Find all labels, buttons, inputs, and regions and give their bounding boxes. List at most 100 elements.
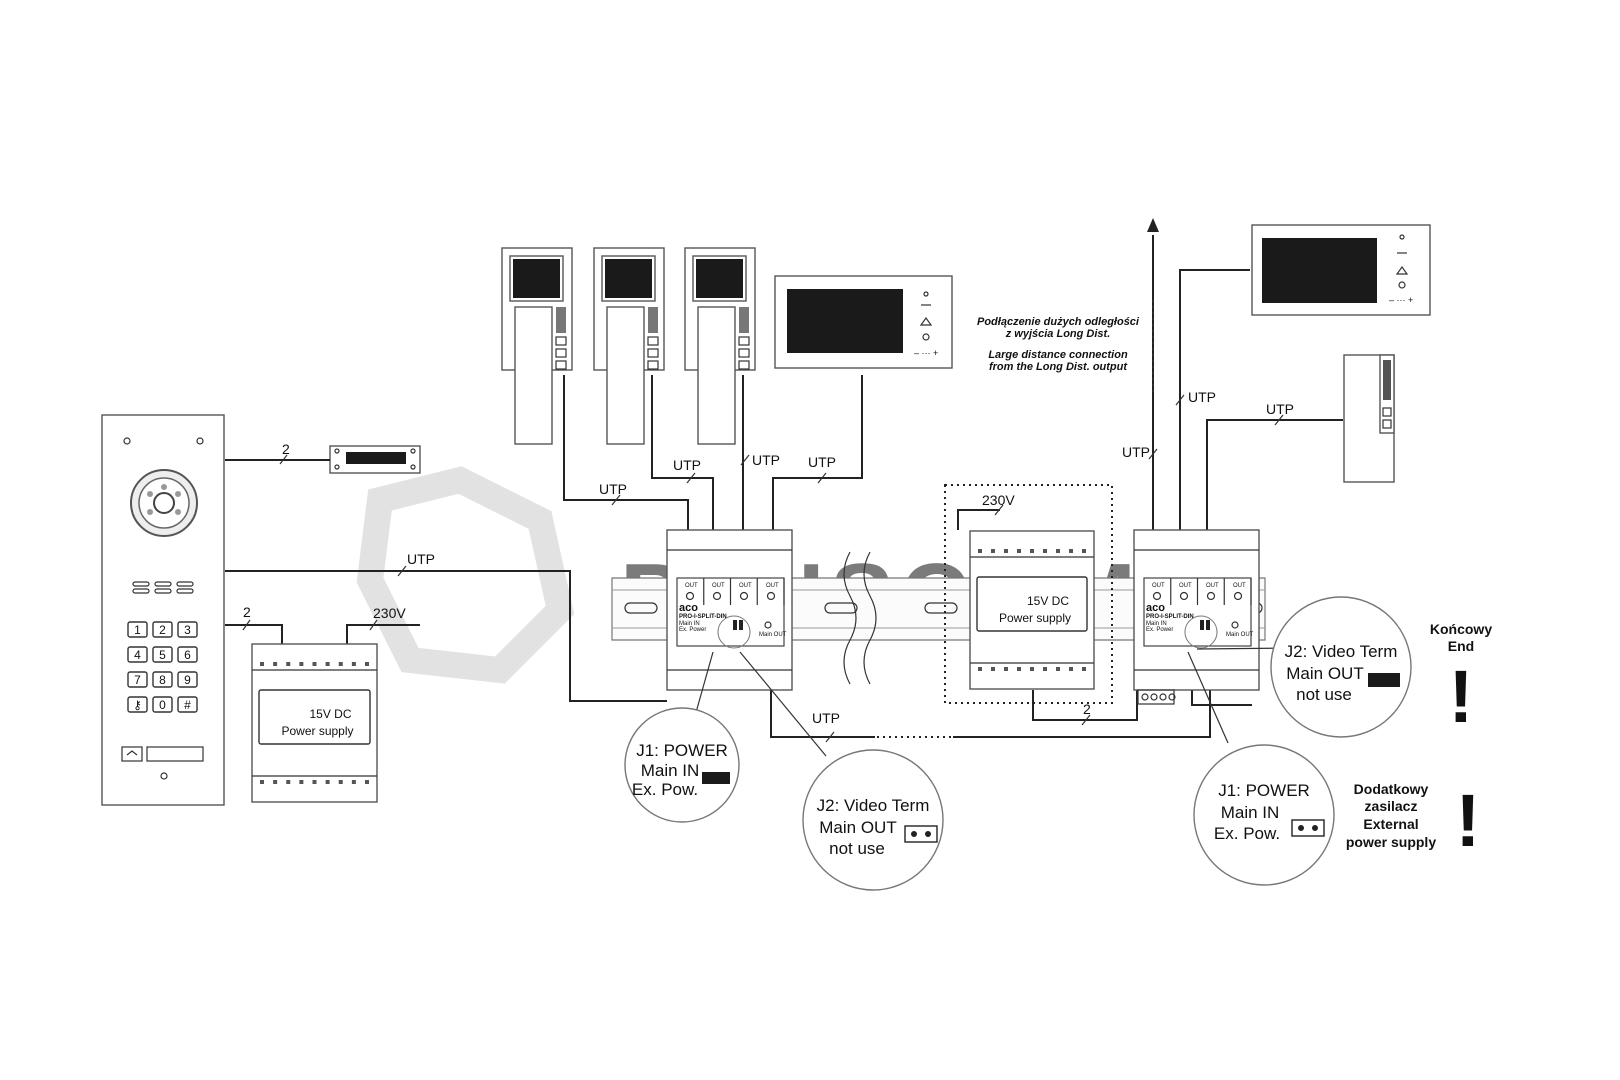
status-led-icon — [1231, 621, 1239, 629]
external-power-note: Dodatkowy zasilacz External power supply… — [1346, 779, 1480, 862]
monitor-2-controls: – ··· + — [1389, 295, 1413, 305]
splitter-out-label: OUT — [685, 583, 698, 589]
receiver-icon — [697, 306, 736, 445]
speaker-grille-icon — [132, 581, 194, 594]
jumper-on-icon-2 — [1368, 673, 1400, 687]
splitter-main-out: Main OUT — [1226, 632, 1254, 638]
exclamation-icon: ! — [1449, 655, 1474, 738]
ext-note-line1: Dodatkowy — [1354, 781, 1429, 797]
keypad-key — [152, 671, 173, 688]
handset-screen — [605, 259, 652, 298]
keypad-key-label: 4 — [134, 648, 141, 662]
call-button-icon — [121, 746, 143, 762]
port-led-icon — [685, 591, 695, 601]
note-en-line2: from the Long Dist. output — [989, 361, 1128, 373]
handset-4-side — [1343, 354, 1395, 483]
splitter-out-label: OUT — [1179, 583, 1192, 589]
keypad-key-label: 3 — [184, 623, 191, 637]
camera-icon — [130, 469, 198, 537]
screw-icon — [196, 437, 204, 445]
keypad-key — [152, 646, 173, 663]
utp-label-handset-3: UTP — [752, 452, 780, 468]
splitter-model: PRO-I-SPLIT-DIN — [1146, 614, 1194, 620]
bubble-j2-left: J2: Video Term Main OUT not use — [802, 749, 944, 891]
splitter-out-label: OUT — [739, 583, 752, 589]
splitter-model: PRO-I-SPLIT-DIN — [679, 614, 727, 620]
port-led-icon — [1152, 591, 1162, 601]
utp-label-door: UTP — [407, 551, 435, 567]
splitter-out-label: OUT — [712, 583, 725, 589]
port-led-icon — [739, 591, 749, 601]
screw-icon — [123, 437, 131, 445]
jumper-magnifier-icon — [1184, 615, 1218, 649]
external-power-terminal-icon — [1137, 689, 1176, 705]
ext-note-line3: External — [1363, 816, 1418, 832]
psu-name-label: Power supply — [281, 724, 353, 738]
receiver-icon — [514, 306, 553, 445]
bubble-j1-left-line1: J1: POWER — [636, 741, 728, 760]
splitter-ex-power: Ex. Power — [679, 627, 706, 633]
name-card-slot — [146, 746, 204, 762]
note-pl-line1: Podłączenie dużych odległości — [977, 316, 1140, 328]
port-led-icon — [1206, 591, 1216, 601]
video-monitor-2: – ··· + — [1251, 224, 1431, 316]
keypad-key-label: 6 — [184, 648, 191, 662]
bubble-j2-right-line1: J2: Video Term — [1285, 642, 1398, 661]
jumper-off-icon — [904, 825, 938, 843]
jumper-on-icon — [702, 772, 730, 784]
port-led-icon — [1233, 591, 1243, 601]
wire-labels: 2 UTP 2 230V UTP UTP UTP UTP UTP 230V 2 … — [242, 389, 1294, 743]
handset-button — [555, 336, 567, 346]
splitter-main-in: Main IN — [679, 621, 700, 627]
handset-screen — [696, 259, 743, 298]
exclamation-icon-2: ! — [1456, 779, 1481, 862]
jumper-magnifier-icon — [717, 615, 751, 649]
end-note-line1: Końcowy — [1430, 621, 1492, 637]
utp-label-monitor-2: UTP — [1188, 389, 1216, 405]
note-pl-line2: z wyjścia Long Dist. — [1005, 328, 1111, 340]
splitter-out-label: OUT — [1206, 583, 1219, 589]
port-led-icon — [1179, 591, 1189, 601]
psu-wire-count: 2 — [243, 604, 251, 620]
splitter-brand: aco — [1146, 602, 1165, 614]
note-en-line1: Large distance connection — [988, 349, 1128, 361]
lock-wire-count: 2 — [282, 441, 290, 457]
psu-230v-label-left: 230V — [373, 605, 406, 621]
bubble-j1-right-line1: J1: POWER — [1218, 781, 1310, 800]
keypad-key-label: 2 — [159, 623, 166, 637]
handset-button — [738, 360, 750, 370]
psu-voltage-label: 15V DC — [309, 707, 351, 721]
video-monitor-1: – ··· + — [774, 275, 953, 369]
keypad-key — [152, 621, 173, 638]
screw-icon — [160, 772, 168, 780]
handset-button — [647, 360, 659, 370]
port-led-icon — [712, 591, 722, 601]
speaker-icon — [556, 307, 566, 333]
bubble-j1-right-line2: Main IN — [1221, 803, 1280, 822]
speaker-icon — [648, 307, 658, 333]
keypad-key-label: 0 — [159, 698, 166, 712]
bubble-j2-left-line3: not use — [829, 839, 885, 858]
jumper-off-icon-2 — [1291, 819, 1325, 837]
keypad-key — [177, 671, 198, 688]
external-psu-wire-count: 2 — [1083, 701, 1091, 717]
bubble-j2-right-line3: not use — [1296, 685, 1352, 704]
psu-name-label: Power supply — [999, 611, 1071, 625]
power-supply-left: 15V DC Power supply — [251, 643, 378, 803]
receiver-icon — [606, 306, 645, 445]
long-distance-note: Podłączenie dużych odległości z wyjścia … — [977, 316, 1140, 373]
splitter-main-in: Main IN — [1146, 621, 1167, 627]
keypad-key-label: 7 — [134, 673, 141, 687]
keypad-key-label: 5 — [159, 648, 166, 662]
handset-1 — [501, 247, 573, 445]
keypad-key-label: 1 — [134, 623, 141, 637]
utp-label-long-distance-out: UTP — [1122, 444, 1150, 460]
monitor-buttons-icon — [919, 291, 933, 341]
psu-voltage-label: 15V DC — [1027, 594, 1069, 608]
keypad-key — [127, 671, 148, 688]
bubble-j1-right-line3: Ex. Pow. — [1214, 824, 1280, 843]
power-supply-right: 15V DC Power supply — [969, 530, 1095, 690]
